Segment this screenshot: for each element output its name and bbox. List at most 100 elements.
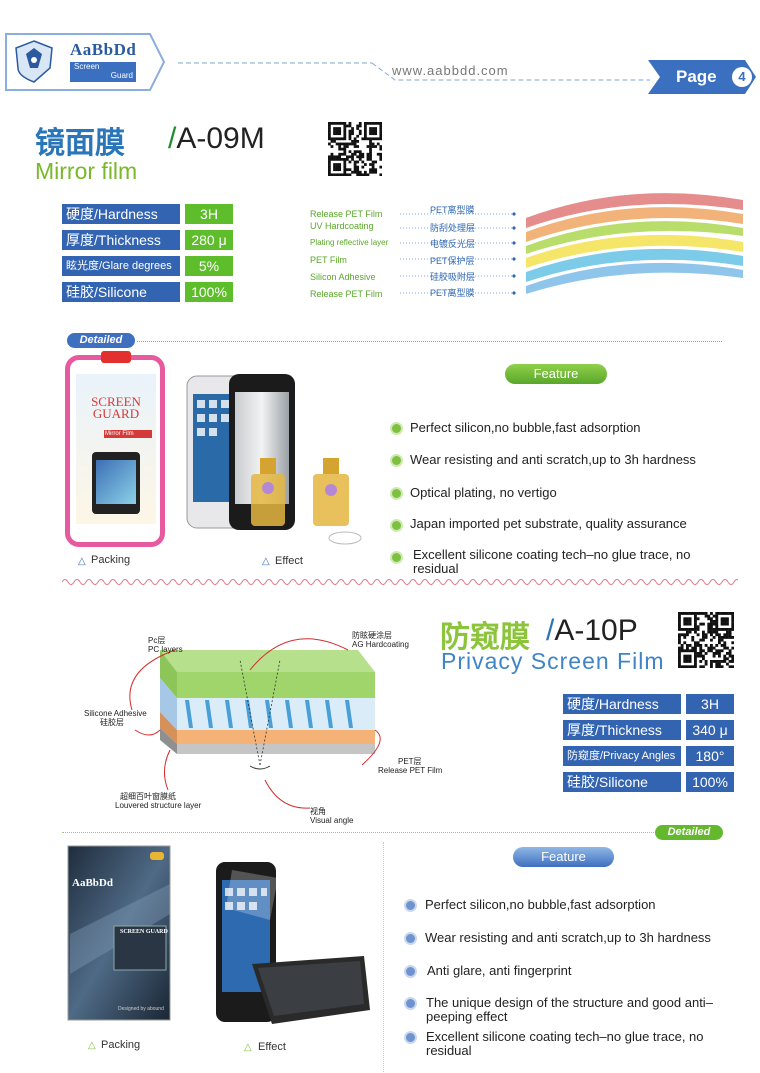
spec-thickness-label: 厚度/Thickness [62,230,180,250]
spec-privacy-label: 防窥度/Privacy Angles [563,746,681,766]
vertical-divider [383,842,384,1072]
product1-en-name: Mirror film [35,158,138,184]
bullet-icon [406,901,415,910]
hang-tab [101,351,131,363]
product1-cn-name: 镜面膜 [35,127,125,160]
triangle-bullet-icon: △ [244,1042,252,1053]
spec-thickness-label: 厚度/Thickness [563,720,681,740]
layer-label-en: Release PET Film [310,289,383,299]
spec-hardness-label: 硬度/Hardness [62,204,180,224]
brand-name: AaBbDd [70,40,137,59]
triangle-bullet-icon: △ [78,556,86,567]
layer-label-en: UV Hardcoating [310,221,374,231]
effect-image [186,374,362,545]
spec-silicone-label: 硅胶/Silicone [563,772,681,792]
feature-item: Japan imported pet substrate, quality as… [410,516,687,531]
page-label: Page [676,67,717,86]
product2-en-name: Privacy Screen Film [441,648,665,674]
layer-label-cn: PET离型膜 [430,288,475,298]
feature-tag: Feature [505,364,607,384]
qr-code-icon [328,122,382,176]
spec-glare-label: 眩光度/Glare degrees [62,256,180,276]
feature-tag: Feature [513,847,614,867]
product1-title: 镜面膜 [35,118,125,162]
box-phone [92,452,140,514]
spec-thickness-value: 340 μ [686,720,734,740]
spec-silicone-value: 100% [686,772,734,792]
layer-label-cn: 硅胶吸附层 [430,272,476,282]
layer-label-cn: PET离型膜 [430,205,475,215]
website-url: www.aabbdd.com [392,63,509,78]
layer-label-cn: 防刮处理层 [430,223,476,233]
spec-hardness-value: 3H [185,204,233,224]
packing-caption: Packing [101,1039,141,1051]
bullet-icon [406,1033,415,1042]
layer-label-cn: 电镀反光层 [430,239,476,249]
page-number: 4 [732,67,752,87]
feature-item: Anti glare, anti fingerprint [427,963,572,978]
product2-model-wrap: /A-10P [546,614,638,648]
privacy-structure-diagram [129,638,381,809]
layer-label-en: Plating reflective layer [310,238,389,247]
brand-subtitle-line1: Screen [74,62,100,71]
spec-glare-value: 5% [185,256,233,276]
brand-subtitle-line2: Guard [110,71,133,80]
spec-silicone-label: 硅胶/Silicone [62,282,180,302]
product1-model: A-09M [176,122,265,155]
bullet-icon [392,489,401,498]
bullet-icon [392,553,401,562]
effect-image [216,862,370,1024]
bullet-icon [392,521,401,530]
bullet-icon [406,934,415,943]
feature-item: Perfect silicon,no bubble,fast adsorptio… [425,897,656,912]
layer-label-en: Silicon Adhesive [310,272,376,282]
triangle-bullet-icon: △ [88,1040,96,1051]
detailed-tag: Detailed [67,333,135,348]
box-inner: SCREEN GUARD Mirror Film [76,374,156,524]
dotted-divider [137,341,722,342]
packing-box-image: SCREEN GUARD Mirror Film [65,351,165,547]
product1-model-wrap: /A-09M [168,122,265,156]
package-brand: AaBbDd [72,877,113,889]
packing-caption: Packing [91,554,131,566]
qr-code-icon [678,612,734,668]
bullet-icon [392,424,401,433]
film-layers-diagram [400,193,743,295]
detailed-tag: Detailed [655,825,723,840]
spec-hardness-label: 硬度/Hardness [563,694,681,714]
box-title-line1: SCREEN [91,394,141,409]
wavy-divider [62,579,738,585]
spec-hardness-value: 3H [686,694,734,714]
product2-slash: / [546,614,555,647]
brand-crest-icon [15,40,53,83]
effect-caption: Effect [258,1041,286,1053]
package-name: SCREEN GUARD [120,929,168,935]
packing-box-image [67,845,171,1021]
box-tag: Mirror Film [104,430,152,438]
brand-subtitle: Screen Guard [70,62,136,82]
product1-slash: / [168,122,177,155]
feature-item: Wear resisting and anti scratch,up to 3h… [410,452,696,467]
feature-item: Excellent silicone coating tech–no glue … [413,547,691,576]
layer-label-cn: PET保护层 [430,256,475,266]
triangle-bullet-icon: △ [262,556,270,567]
spec-silicone-value: 100% [185,282,233,302]
feature-item: Excellent silicone coating tech–no glue … [426,1029,704,1058]
box-title-line2: GUARD [92,406,140,421]
spec-thickness-value: 280 μ [185,230,233,250]
effect-caption: Effect [275,555,303,567]
layer-label-en: Release PET Film [310,209,383,219]
feature-item: Perfect silicon,no bubble,fast adsorptio… [410,420,641,435]
bullet-icon [406,999,415,1008]
spec-privacy-value: 180° [686,746,734,766]
product2-model: A-10P [554,614,638,647]
feature-item: Wear resisting and anti scratch,up to 3h… [425,930,711,945]
dotted-divider [62,832,654,833]
feature-item: Optical plating, no vertigo [410,485,557,500]
